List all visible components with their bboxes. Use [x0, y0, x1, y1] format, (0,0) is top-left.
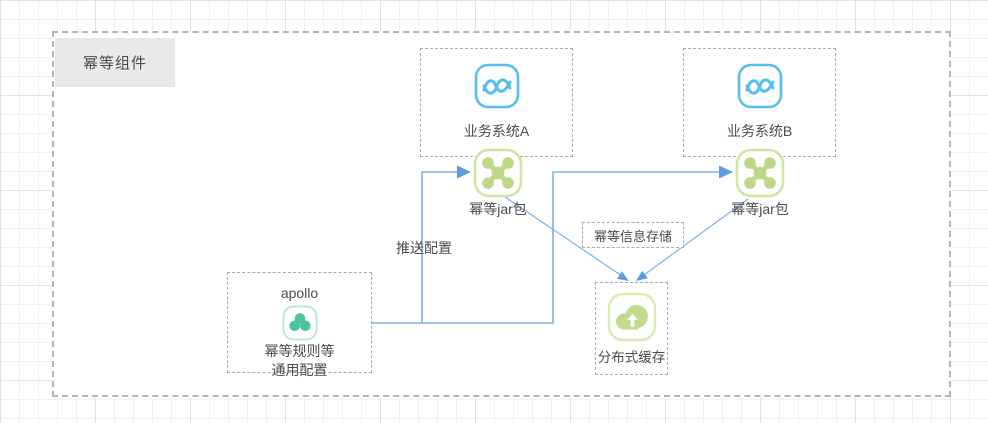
node-label: 幂等信息存储 [593, 228, 672, 244]
container-title: 幂等组件 [55, 38, 175, 87]
cloud-upload-icon [607, 292, 657, 342]
node-apollo-config[interactable]: apollo 幂等规则等 通用配置 [227, 272, 372, 378]
node-label: 幂等jar包 [731, 201, 789, 217]
node-label: 分布式缓存 [597, 350, 666, 365]
x-node-icon [473, 148, 523, 202]
wave-system-icon [737, 63, 783, 114]
node-jar-b[interactable]: 幂等jar包 [700, 148, 820, 217]
apollo-desc-line1: 幂等规则等 [264, 343, 335, 359]
node-label: 业务系统B [726, 123, 793, 139]
apollo-title: apollo [280, 285, 319, 301]
wave-system-icon [474, 63, 520, 114]
apollo-desc-line2: 通用配置 [271, 362, 328, 378]
node-business-system-b[interactable]: 业务系统B [683, 48, 836, 157]
node-storage-note[interactable]: 幂等信息存储 [582, 222, 684, 248]
container-title-label: 幂等组件 [82, 55, 147, 72]
x-node-icon [735, 148, 785, 202]
node-label: 业务系统A [463, 123, 530, 139]
edge-label-push-config: 推送配置 [396, 240, 452, 256]
node-distributed-cache[interactable]: 分布式缓存 [595, 282, 668, 375]
node-label: 幂等jar包 [469, 201, 527, 217]
node-business-system-a[interactable]: 业务系统A [420, 48, 573, 157]
cluster-icon [282, 305, 318, 341]
node-jar-a[interactable]: 幂等jar包 [438, 148, 558, 217]
